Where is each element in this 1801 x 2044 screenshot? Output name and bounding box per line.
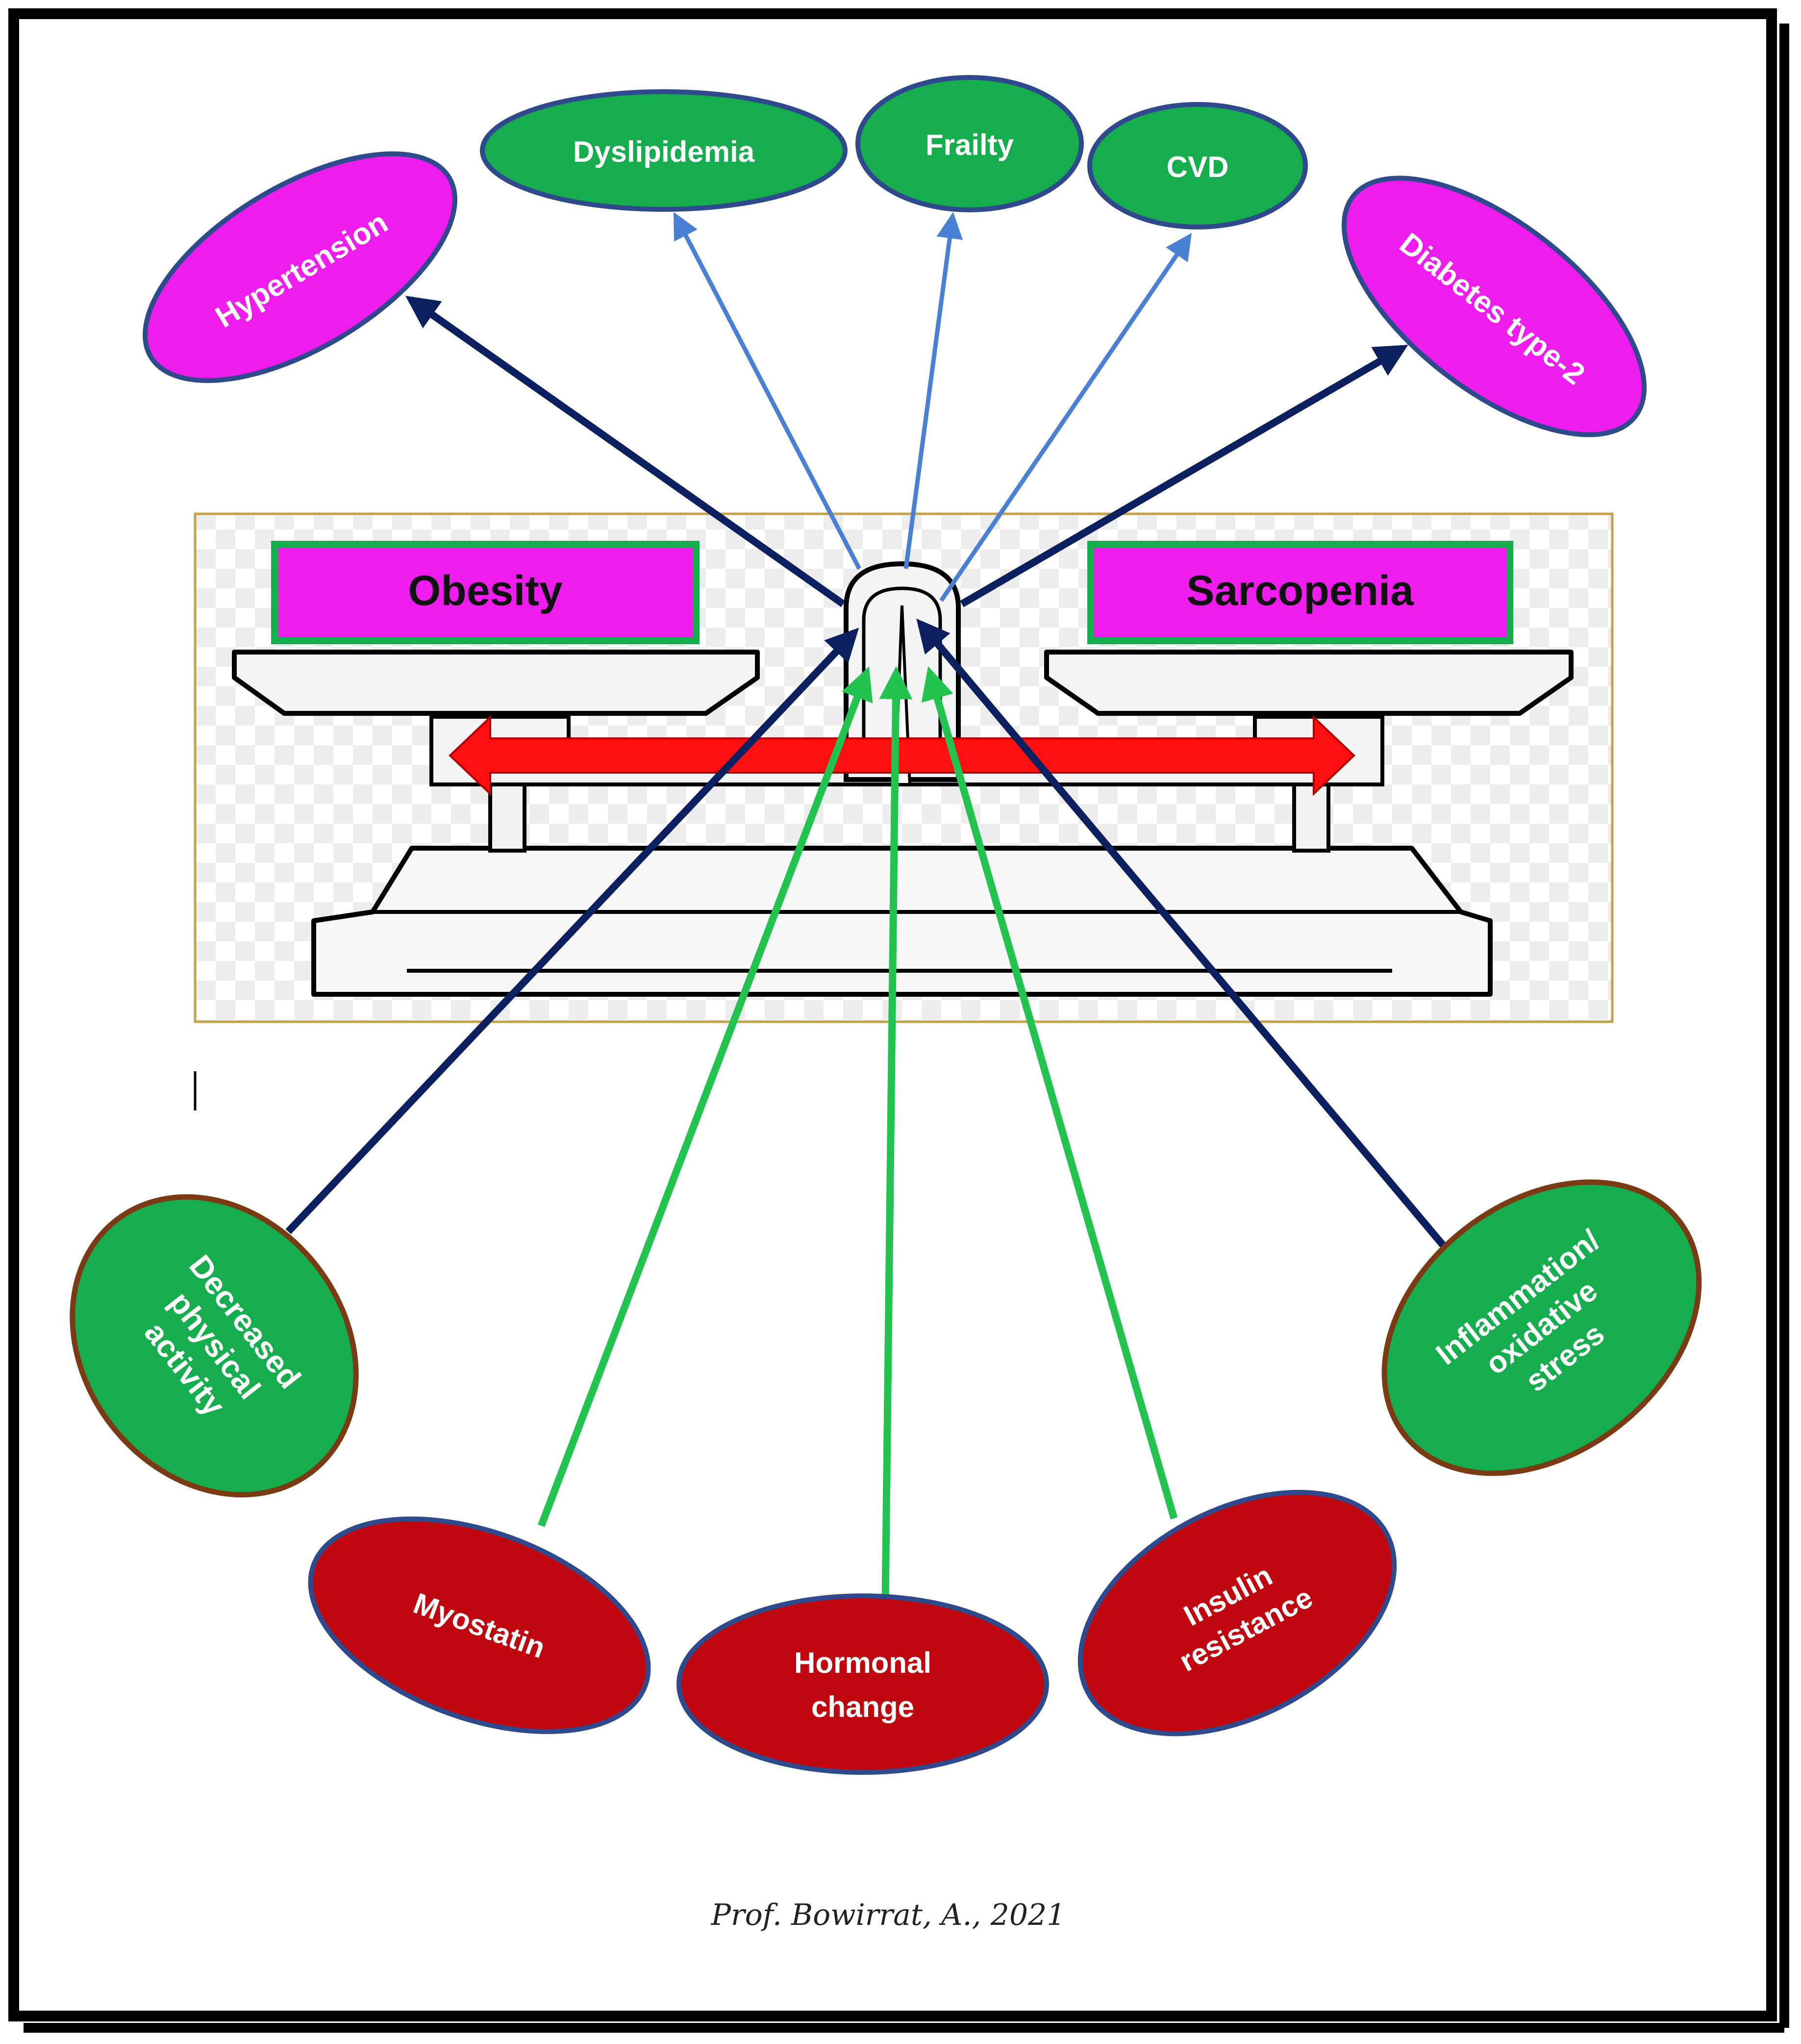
arrow-from-hormonal-change [879, 666, 913, 1601]
scale-post-right [1292, 782, 1330, 853]
frailty-label: Frailty [926, 128, 1014, 161]
arrow-to-cvd [939, 233, 1192, 602]
arrow-from-inflammation [916, 618, 1446, 1248]
sarcopenia-box: Sarcopenia [1087, 541, 1513, 644]
cvd-label: CVD [1167, 151, 1229, 183]
hormonal-change-node: Hormonal change [676, 1593, 1049, 1775]
sarcopenia-label: Sarcopenia [1186, 567, 1414, 614]
diabetes-node: Diabetes type-2 [1341, 176, 1647, 437]
arrow-to-diabetes [960, 345, 1408, 607]
scale-pan-right [1044, 650, 1574, 716]
hypertension-node: Hypertension [143, 151, 457, 383]
obesity-box: Obesity [271, 541, 700, 644]
arrow-to-hypertension [405, 296, 846, 607]
obesity-label: Obesity [408, 567, 563, 614]
hormonal-change-line-2: change [811, 1691, 914, 1723]
scale-pillar-inner [862, 586, 942, 765]
balance-double-arrow [449, 715, 1355, 796]
cvd-node: CVD [1087, 102, 1308, 229]
scale-pan-left [232, 650, 760, 716]
dyslipidemia-label: Dyslipidemia [573, 135, 755, 168]
dyslipidemia-node: Dyslipidemia [480, 89, 848, 212]
inflammation-node: Inflammation/ oxidative stress [1381, 1179, 1702, 1476]
decreased-activity-node: Decreased physical activity [70, 1194, 359, 1498]
arrow-to-frailty [903, 212, 963, 569]
myostatin-node: Myostatin [308, 1516, 651, 1734]
arrow-from-myostatin [537, 666, 873, 1527]
frailty-node: Frailty [855, 75, 1084, 212]
scale-base-lip [373, 910, 1461, 973]
arrow-to-dyslipidemia [674, 212, 861, 570]
insulin-resistance-node: Insulin resistance [1077, 1489, 1397, 1737]
hormonal-change-line-1: Hormonal [794, 1646, 931, 1679]
scale-post-left [488, 782, 526, 853]
arrow-from-insulin-resistance [921, 666, 1178, 1520]
arrow-from-decreased-activity [285, 628, 859, 1235]
credit-caption: Prof. Bowirrat, A., 2021 [711, 1898, 1066, 1932]
